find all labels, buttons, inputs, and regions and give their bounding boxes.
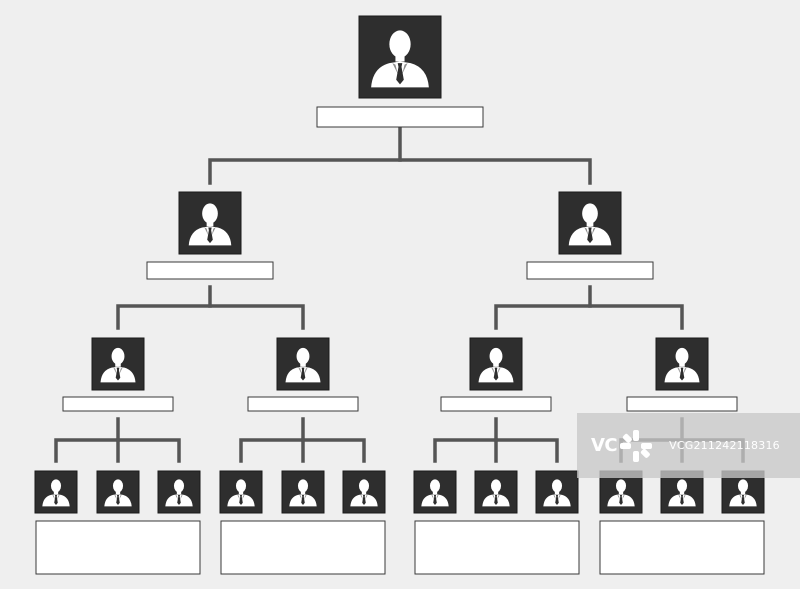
watermark-logo-v: VC: [591, 435, 618, 456]
connector-level3-bar: [494, 304, 684, 330]
level4-node-avatar: [535, 470, 579, 514]
level3-node-label-box: [247, 396, 359, 412]
level4-node-avatar: [721, 470, 765, 514]
level3-node-label-box: [626, 396, 738, 412]
level2-node-avatar: [178, 191, 242, 255]
level3-node-avatar: [469, 337, 523, 391]
level4-node-avatar: [96, 470, 140, 514]
connector-lines: [54, 126, 745, 463]
watermark-star-icon: [620, 429, 653, 462]
level2-node-avatar: [558, 191, 622, 255]
group-label-box: [220, 520, 386, 575]
level3-node-label-box: [440, 396, 552, 412]
level3-node-avatar: [91, 337, 145, 391]
nodes: [34, 15, 765, 575]
level3-node-avatar: [655, 337, 709, 391]
root-node-label-box: [316, 106, 484, 128]
level2-node-label-box: [526, 261, 654, 280]
level4-node-avatar: [219, 470, 263, 514]
level3-node-label-box: [62, 396, 174, 412]
level4-node-avatar: [413, 470, 457, 514]
level4-node-avatar: [599, 470, 643, 514]
group-label-box: [599, 520, 765, 575]
level4-node-avatar: [34, 470, 78, 514]
level2-node-label-box: [146, 261, 274, 280]
connector-level3-bar: [116, 304, 305, 330]
level4-node-avatar: [474, 470, 518, 514]
watermark-logo: VC: [591, 428, 655, 464]
level3-node-avatar: [276, 337, 330, 391]
root-node-avatar: [358, 15, 442, 99]
level4-node-avatar: [281, 470, 325, 514]
group-label-box: [35, 520, 201, 575]
connector-level2-bar: [208, 158, 592, 185]
watermark-id: VCG211242118316: [669, 439, 780, 452]
watermark: VC VCG211242118316: [577, 413, 800, 478]
level4-node-avatar: [342, 470, 386, 514]
group-label-box: [414, 520, 580, 575]
level4-node-avatar: [157, 470, 201, 514]
